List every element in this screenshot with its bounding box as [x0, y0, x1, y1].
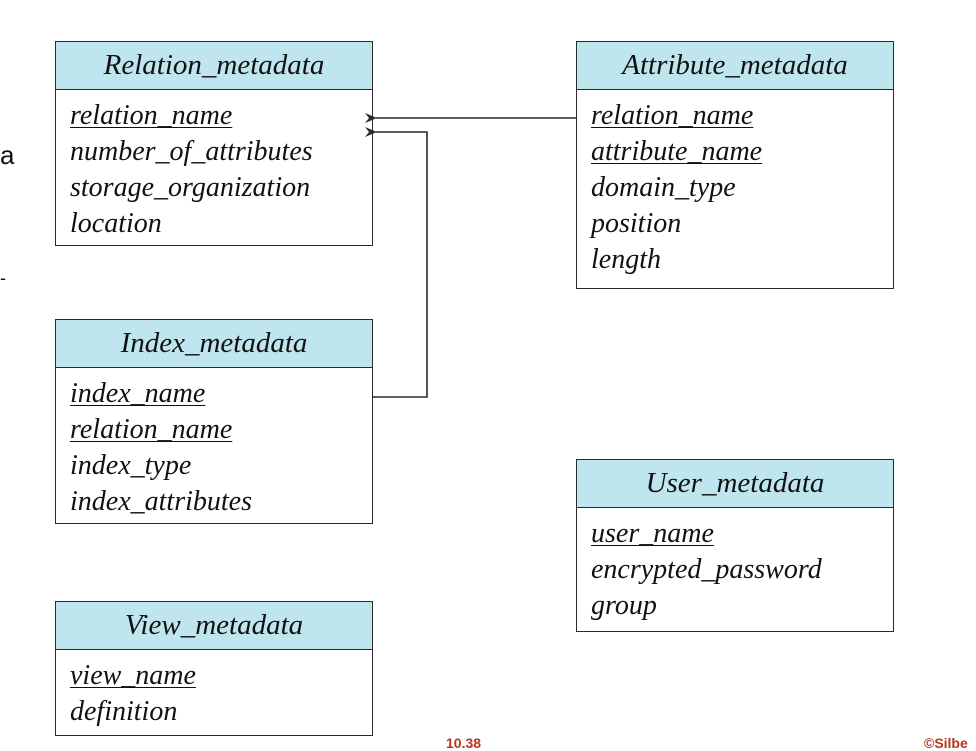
table-title: Attribute_metadata	[577, 42, 893, 90]
table-attribute-metadata: Attribute_metadata relation_name attribu…	[576, 41, 894, 289]
field-storage-organization: storage_organization	[70, 172, 311, 203]
field-index-type: index_type	[70, 450, 192, 481]
table-user-metadata: User_metadata user_name encrypted_passwo…	[576, 459, 894, 632]
field-encrypted-password: encrypted_password	[591, 554, 822, 585]
field-list: view_name definition	[56, 650, 372, 730]
field-user-name: user_name	[591, 518, 714, 549]
cropped-text-fragment: a	[0, 140, 15, 170]
field-relation-name: relation_name	[70, 100, 233, 131]
table-title: Relation_metadata	[56, 42, 372, 90]
page-number: 10.38	[446, 735, 482, 751]
field-location: location	[70, 208, 162, 239]
field-position: position	[591, 208, 682, 239]
table-title: View_metadata	[56, 602, 372, 650]
field-index-attributes: index_attributes	[70, 486, 252, 517]
table-index-metadata: Index_metadata index_name relation_name …	[55, 319, 373, 524]
table-title: User_metadata	[577, 460, 893, 508]
copyright-text: ©Silbe	[924, 735, 968, 751]
cropped-text-fragment: -	[0, 268, 6, 288]
field-list: index_name relation_name index_type inde…	[56, 368, 372, 520]
field-relation-name: relation_name	[70, 414, 233, 445]
field-relation-name: relation_name	[591, 100, 754, 131]
field-number-of-attributes: number_of_attributes	[70, 136, 313, 167]
table-relation-metadata: Relation_metadata relation_name number_o…	[55, 41, 373, 246]
field-list: relation_name number_of_attributes stora…	[56, 90, 372, 242]
field-length: length	[591, 244, 661, 275]
field-view-name: view_name	[70, 660, 196, 691]
arrow-index-to-relation	[365, 127, 428, 398]
field-group: group	[591, 590, 657, 621]
table-title: Index_metadata	[56, 320, 372, 368]
field-domain-type: domain_type	[591, 172, 736, 203]
field-list: relation_name attribute_name domain_type…	[577, 90, 893, 278]
field-list: user_name encrypted_password group	[577, 508, 893, 624]
table-view-metadata: View_metadata view_name definition	[55, 601, 373, 736]
field-attribute-name: attribute_name	[591, 136, 763, 167]
field-definition: definition	[70, 696, 178, 727]
field-index-name: index_name	[70, 378, 206, 409]
